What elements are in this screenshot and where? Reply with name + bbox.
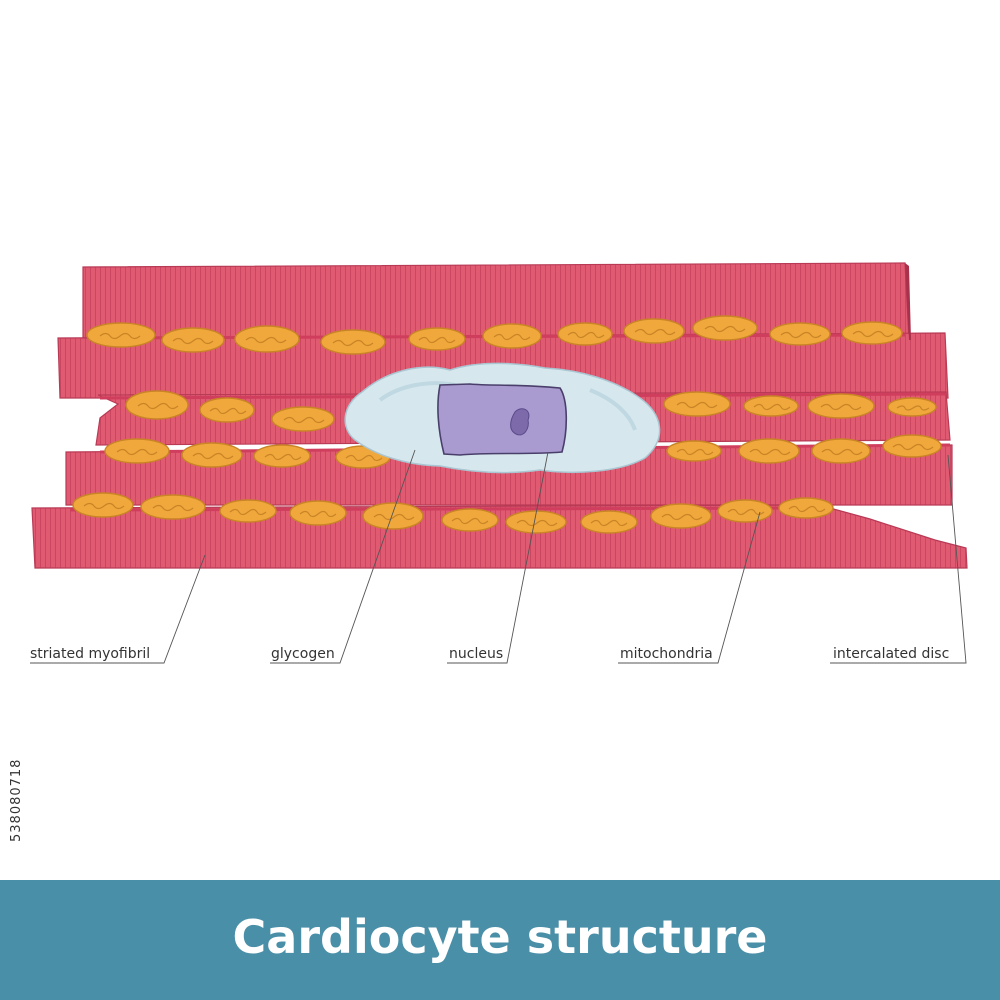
mitochondrion bbox=[666, 440, 722, 462]
mitochondrion bbox=[882, 434, 942, 458]
mitochondrion bbox=[692, 315, 758, 341]
glycogen-highlight bbox=[378, 381, 637, 431]
mitochondrion bbox=[140, 494, 206, 520]
label-nucleus: nucleus bbox=[449, 646, 504, 662]
mitochondrion bbox=[289, 500, 347, 526]
mitochondrion bbox=[320, 329, 386, 355]
mitochondrion bbox=[125, 390, 189, 420]
mitochondrion bbox=[807, 393, 875, 419]
mitochondrion bbox=[408, 327, 466, 351]
mitochondrion bbox=[811, 438, 871, 464]
mitochondrion bbox=[505, 510, 567, 534]
label-striated-myofibril: striated myofibril bbox=[30, 646, 151, 662]
mitochondrion bbox=[104, 438, 170, 464]
stock-id-text: 538080718 bbox=[9, 758, 24, 842]
mitochondrion bbox=[557, 322, 613, 346]
mitochondria-cristae bbox=[83, 325, 934, 527]
mitochondrion bbox=[181, 442, 243, 468]
label-mitochondria: mitochondria bbox=[620, 646, 713, 662]
mitochondrion bbox=[441, 508, 499, 532]
mitochondrion bbox=[663, 391, 731, 417]
mitochondrion bbox=[199, 397, 255, 423]
nucleus-body bbox=[437, 383, 568, 456]
label-intercalated-disc: intercalated disc bbox=[833, 646, 950, 662]
mitochondrion bbox=[219, 499, 277, 523]
mitochondrion bbox=[778, 497, 834, 519]
mitochondrion bbox=[650, 503, 712, 529]
mitochondrion bbox=[743, 395, 799, 417]
mitochondrion bbox=[482, 323, 542, 349]
page-title: Cardiocyte structure bbox=[232, 910, 768, 964]
leader-lines bbox=[30, 449, 967, 664]
mitochondrion bbox=[253, 444, 311, 468]
label-glycogen: glycogen bbox=[271, 646, 335, 662]
mitochondrion bbox=[72, 492, 134, 518]
mitochondrion bbox=[841, 321, 903, 345]
mitochondrion bbox=[271, 406, 335, 432]
nucleolus bbox=[510, 408, 530, 436]
mitochondrion bbox=[769, 322, 831, 346]
mitochondrion bbox=[580, 510, 638, 534]
fibre-edge-shadow bbox=[905, 263, 911, 340]
mitochondrion bbox=[738, 438, 800, 464]
mitochondrion bbox=[887, 397, 937, 417]
mitochondrion bbox=[161, 327, 225, 353]
mitochondrion bbox=[717, 499, 773, 523]
title-banner-background bbox=[0, 880, 1000, 1000]
mitochondrion bbox=[362, 502, 424, 530]
mitochondrion bbox=[623, 318, 685, 344]
